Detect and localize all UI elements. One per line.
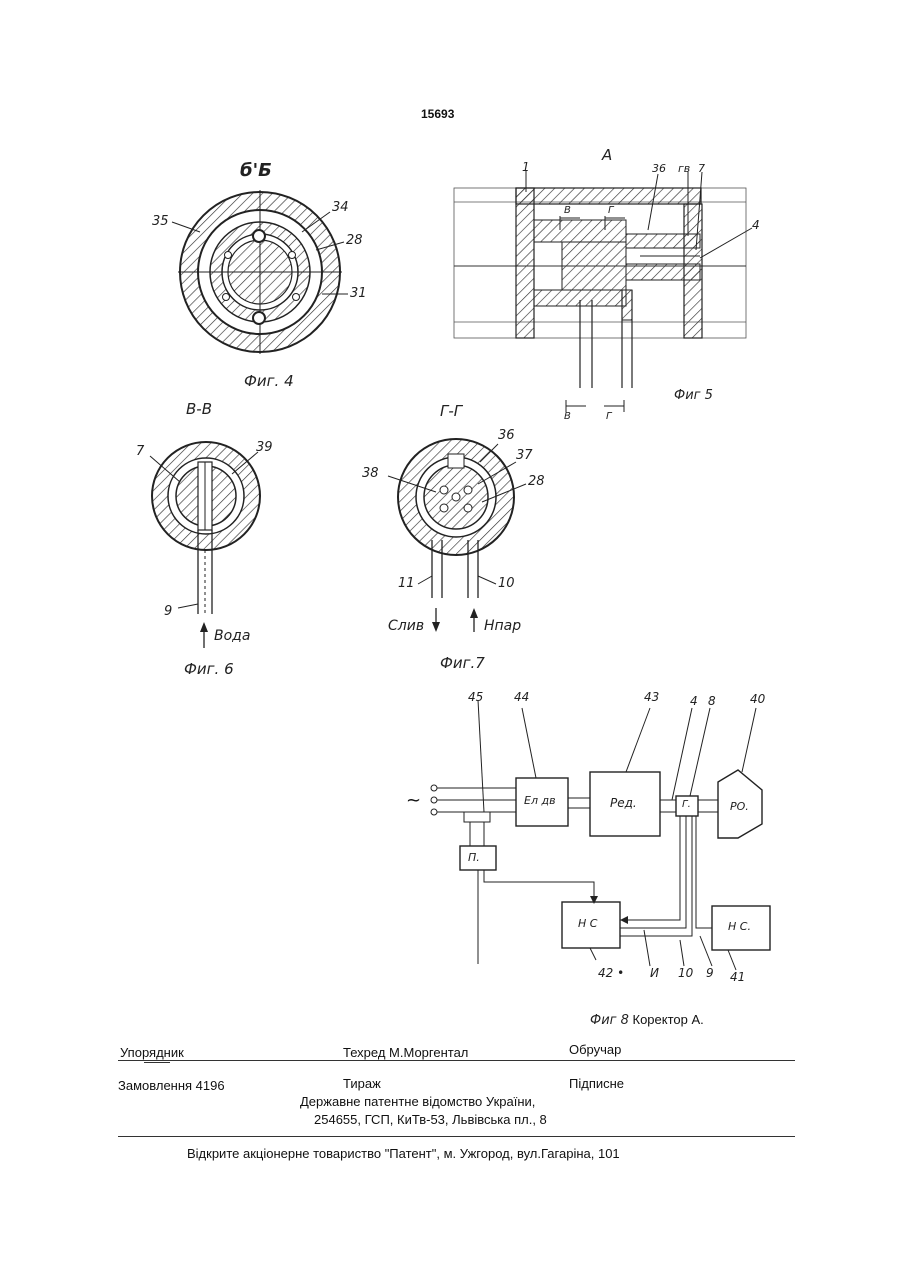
fig6-label-9: 9 [164, 604, 172, 619]
fig7-label-36: 36 [498, 428, 515, 443]
fig8-label-44: 44 [514, 690, 529, 704]
fig7-label-11: 11 [398, 576, 415, 591]
fig8-block-reducer: Ред. [610, 796, 637, 810]
fig8-label-45: 45 [468, 690, 483, 704]
fig8-label-4: 4 [690, 694, 698, 708]
footer-rule-top [118, 1060, 795, 1061]
fig8-block-sensor: П. [468, 851, 480, 864]
fig8-label-9: 9 [706, 966, 714, 980]
fig8-block-hc1: Н С [578, 917, 597, 930]
footer-rule-bottom [118, 1136, 795, 1137]
footer-compiler: Упорядник [120, 1045, 184, 1060]
drawings [0, 0, 901, 1010]
fig4-label-28: 28 [346, 233, 363, 248]
footer-office: Державне патентне відомство України, [300, 1094, 535, 1109]
fig8-ac-symbol: ~ [406, 790, 421, 811]
fig8-block-hc2: Н С. [728, 920, 751, 933]
fig8-caption-text: Коректор А. [633, 1012, 704, 1027]
fig8-label-8: 8 [708, 694, 716, 708]
fig7-caption: Фиг.7 [440, 654, 485, 672]
fig5-view-label: А [602, 146, 612, 164]
footer-techred: Техред М.Моргентал [343, 1045, 468, 1060]
fig6-section-label: В-В [186, 400, 212, 418]
fig7-label-37: 37 [516, 448, 533, 463]
fig4-section-label: б'Б [240, 160, 272, 181]
fig8-block-po: РО. [730, 800, 749, 813]
footer-circulation: Тираж [343, 1076, 381, 1091]
fig8-caption: Фиг 8 Коректор А. [590, 1012, 704, 1028]
fig8-label-I: И [650, 966, 659, 980]
fig8-label-43: 43 [644, 690, 659, 704]
fig7-label-28: 28 [528, 474, 545, 489]
footer-subscription: Підписне [569, 1076, 624, 1091]
fig5-caption: Фиг 5 [674, 388, 713, 403]
fig4-label-34: 34 [332, 200, 349, 215]
fig5-drawing [454, 170, 752, 412]
fig8-label-42: 42 • [598, 966, 624, 980]
fig5-label-gv: гв [678, 162, 690, 175]
fig6-label-7: 7 [136, 444, 144, 459]
fig8-label-10: 10 [678, 966, 693, 980]
fig6-flow-label: Вода [214, 628, 250, 644]
fig5-label-4: 4 [752, 218, 760, 232]
fig4-label-31: 31 [350, 286, 367, 301]
fig7-label-10: 10 [498, 576, 515, 591]
footer-proofreader: Обручар [569, 1042, 621, 1057]
footer-address: 254655, ГСП, КиТв-53, Львівська пл., 8 [314, 1112, 547, 1127]
fig7-drawing [388, 439, 526, 632]
fig6-label-39: 39 [256, 440, 273, 455]
fig5-label-7: 7 [698, 162, 705, 175]
fig5-label-1: 1 [522, 160, 530, 174]
fig7-label-38: 38 [362, 466, 379, 481]
fig4-drawing [172, 190, 348, 354]
fig7-flow-out: Слив [388, 618, 424, 634]
fig7-section-label: Г-Г [440, 402, 462, 420]
fig8-drawing [431, 700, 770, 970]
fig7-flow-in: Нпар [484, 618, 521, 634]
fig8-label-40: 40 [750, 692, 765, 706]
fig6-caption: Фиг. 6 [184, 660, 234, 678]
fig5-section-mark-v-top: В [564, 205, 571, 216]
fig5-section-mark-v-bottom: В [564, 411, 571, 422]
footer-short-rule [144, 1062, 170, 1063]
fig8-caption-fig: Фиг 8 [590, 1013, 629, 1028]
footer-publisher: Відкрите акціонерне товариство "Патент",… [187, 1146, 620, 1161]
fig5-section-mark-g-bottom: Г [606, 411, 612, 422]
fig5-label-36: 36 [652, 162, 666, 175]
fig5-section-mark-g-top: Г [608, 205, 614, 216]
fig4-caption: Фиг. 4 [244, 372, 294, 390]
footer-order: Замовлення 4196 [118, 1078, 225, 1093]
fig8-label-41: 41 [730, 970, 745, 984]
fig8-block-generator: Г. [682, 799, 691, 810]
fig4-label-35: 35 [152, 214, 169, 229]
fig8-block-motor: Ел дв [524, 794, 556, 807]
